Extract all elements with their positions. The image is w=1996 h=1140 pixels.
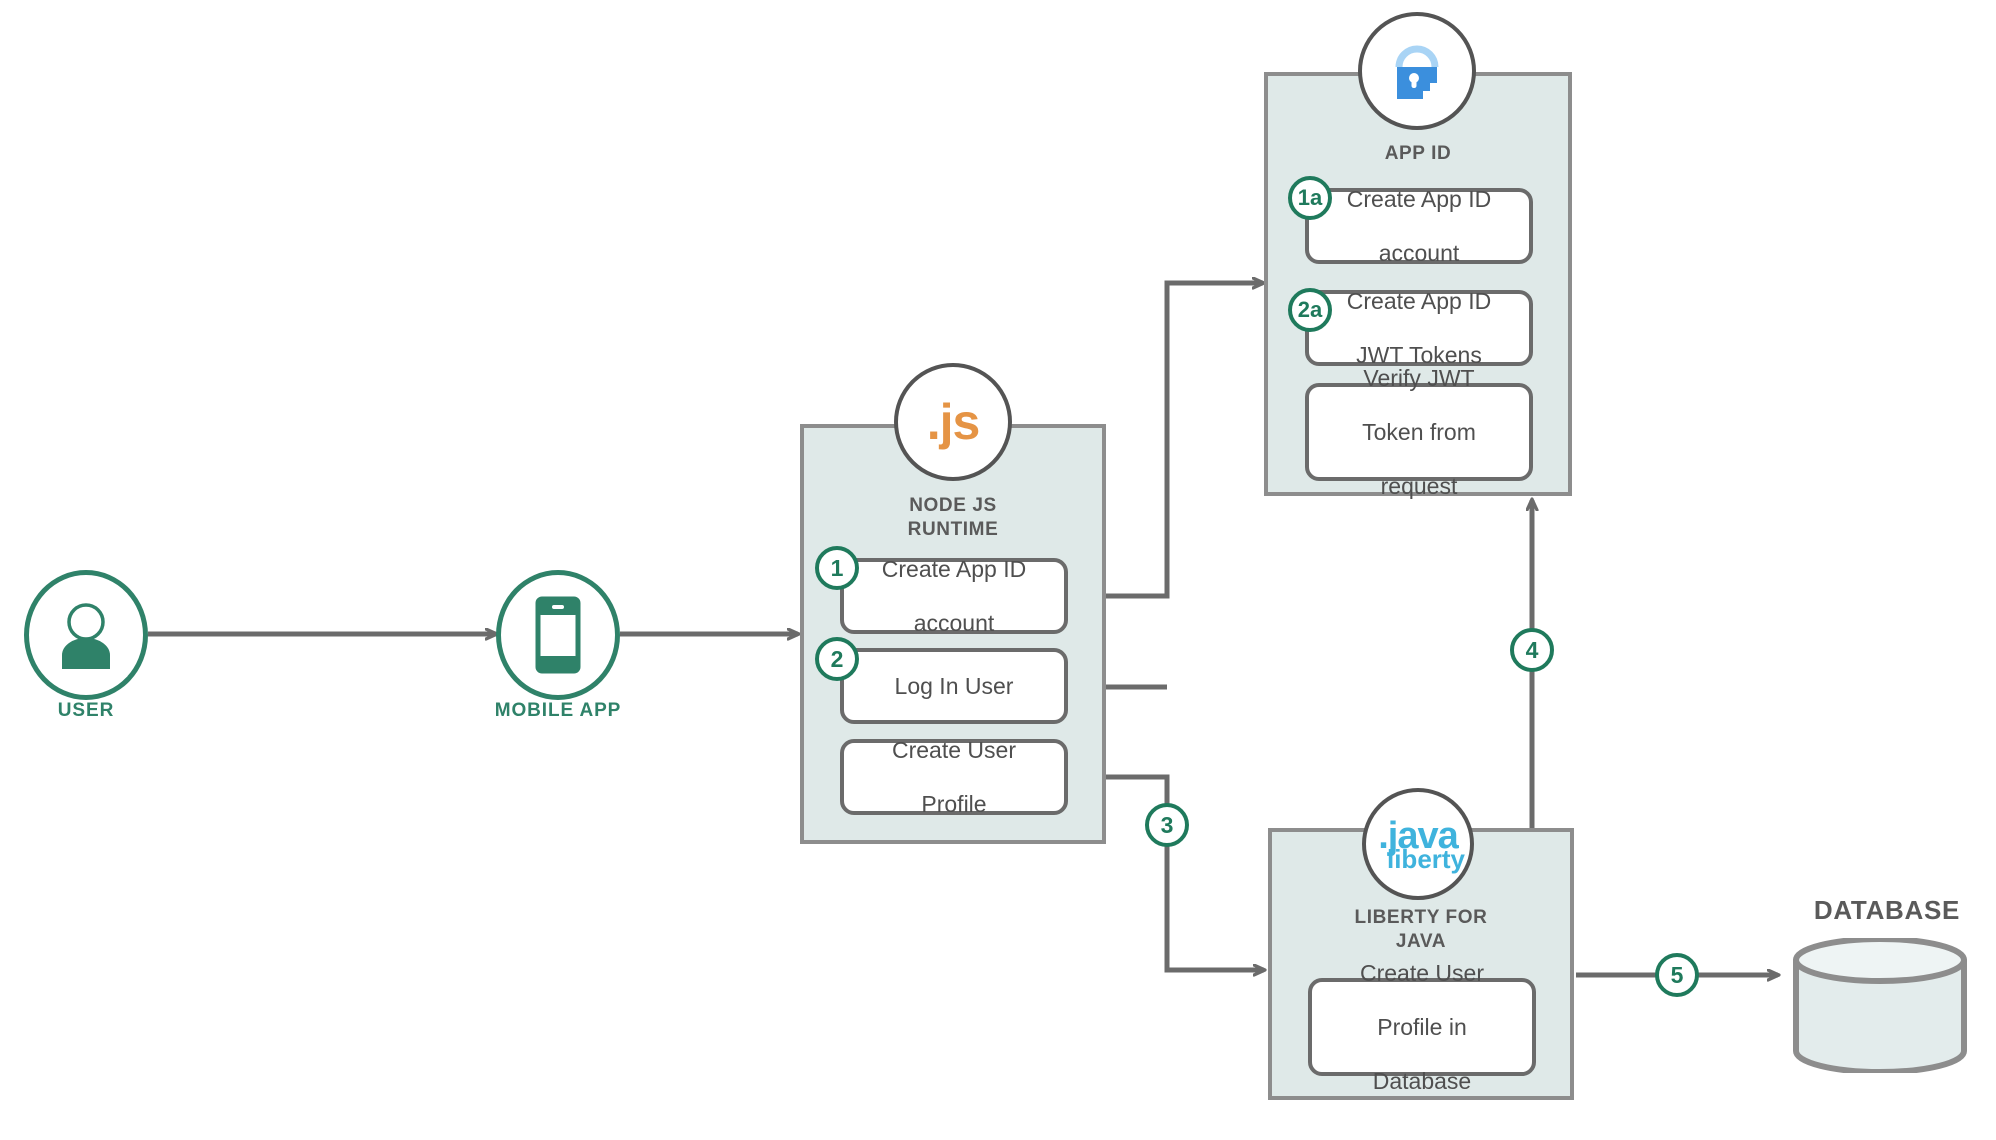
task-line1: Create App ID — [881, 555, 1027, 582]
task-line2: account — [913, 609, 995, 636]
appid-lock-icon — [1395, 45, 1439, 99]
step-badge-1a: 1a — [1288, 176, 1332, 220]
panel-liberty-title: LIBERTY FOR JAVA — [1268, 906, 1574, 954]
actor-user-label: USER — [57, 700, 115, 721]
connector-step3-nodejs-to-liberty — [1068, 774, 1264, 970]
step-badge-2: 2 — [815, 637, 859, 681]
panel-nodejs-title-line2: RUNTIME — [907, 519, 999, 540]
task-line1: Log In User — [894, 672, 1014, 699]
task-line1: Create App ID — [1346, 185, 1492, 212]
task-line2: Profile — [921, 790, 987, 817]
task-nodejs-log-in-user[interactable]: Log In User — [840, 648, 1068, 724]
panel-liberty-title-line1: LIBERTY FOR — [1354, 907, 1488, 928]
step-badge-4: 4 — [1510, 628, 1554, 672]
task-appid-create-app-id-account[interactable]: Create App ID account — [1305, 185, 1533, 266]
panel-liberty-title-line2: JAVA — [1395, 931, 1447, 952]
app-id-logo-circle — [1358, 12, 1476, 130]
java-logo-text: .java — [1378, 814, 1459, 857]
task-appid-create-app-id-jwt-tokens[interactable]: Create App ID JWT Tokens — [1305, 287, 1533, 368]
panel-nodejs-title: NODE JS RUNTIME — [800, 494, 1106, 542]
task-line3: request — [1380, 472, 1458, 499]
task-line1: Verify JWT — [1363, 364, 1475, 391]
task-line2: JWT Tokens — [1356, 341, 1482, 368]
task-nodejs-create-app-id-account[interactable]: Create App ID account — [840, 555, 1068, 636]
database-label: DATABASE — [1813, 895, 1961, 925]
task-line3: Database — [1372, 1067, 1472, 1094]
actor-mobile-app-label: MOBILE APP — [494, 700, 622, 721]
connector-step1-nodejs-to-appid — [1068, 283, 1263, 599]
panel-app-id-title: APP ID — [1264, 142, 1572, 166]
task-line1: Create App ID — [1346, 287, 1492, 314]
database-cylinder[interactable] — [1790, 936, 1970, 1075]
mobile-phone-icon — [535, 596, 581, 674]
task-line2: account — [1378, 239, 1460, 266]
liberty-logo-circle: .java liberty — [1362, 788, 1474, 900]
task-line1: Create User — [892, 736, 1016, 763]
panel-app-id-title-line1: APP ID — [1384, 143, 1452, 164]
step-badge-2a: 2a — [1288, 288, 1332, 332]
task-line1: Create User — [1360, 959, 1484, 986]
task-nodejs-create-user-profile[interactable]: Create User Profile — [840, 736, 1068, 817]
panel-nodejs-title-line1: NODE JS — [909, 495, 997, 516]
step-badge-1: 1 — [815, 546, 859, 590]
task-line2: Profile in — [1377, 1013, 1467, 1040]
step-badge-3: 3 — [1145, 803, 1189, 847]
java-liberty-logo-icon: .java liberty — [1371, 817, 1465, 872]
task-liberty-create-user-profile-in-database[interactable]: Create User Profile in Database — [1308, 960, 1536, 1094]
actor-user[interactable] — [24, 570, 148, 700]
database-cylinder-icon — [1793, 936, 1967, 1075]
actor-mobile-app[interactable] — [496, 570, 620, 700]
user-avatar-icon — [62, 603, 110, 669]
task-line2: Token from — [1362, 418, 1476, 445]
nodejs-logo-circle: .js — [894, 363, 1012, 481]
task-appid-verify-jwt-token[interactable]: Verify JWT Token from request — [1305, 365, 1533, 499]
liberty-logo-text: liberty — [1386, 843, 1466, 874]
step-badge-5: 5 — [1655, 953, 1699, 997]
nodejs-logo-icon: .js — [926, 394, 981, 450]
